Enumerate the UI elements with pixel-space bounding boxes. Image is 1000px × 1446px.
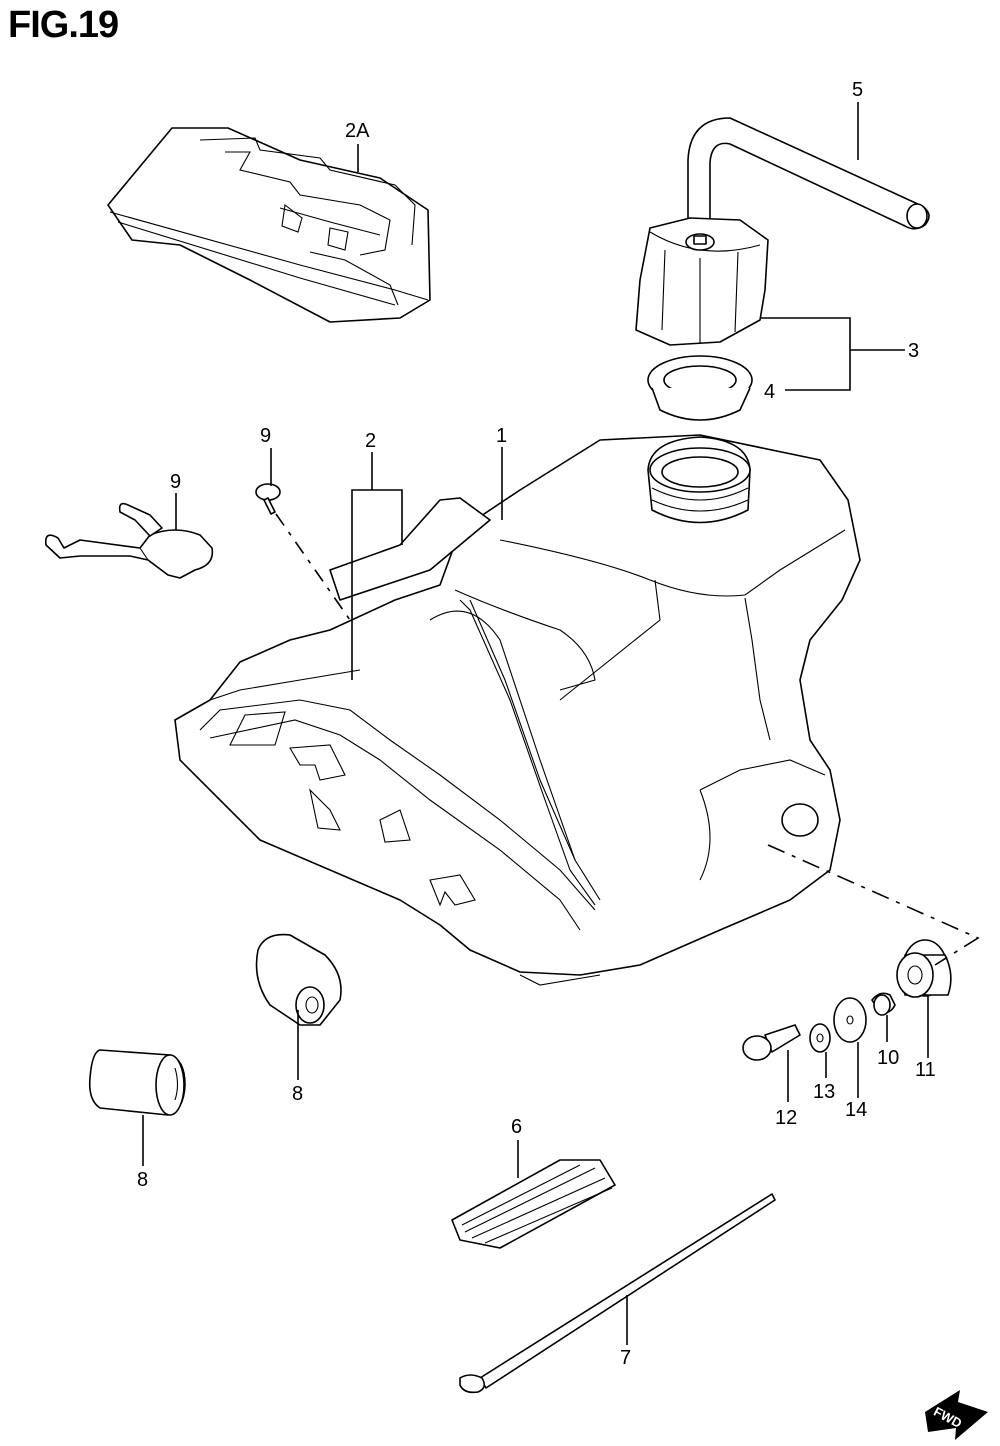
cable-tie-7[interactable] (459, 1193, 776, 1394)
callout-1: 1 (496, 425, 507, 447)
shroud-2a[interactable] (107, 127, 431, 323)
callout-2: 2 (365, 430, 376, 452)
tank-decal-2[interactable] (329, 497, 491, 601)
washer-14[interactable] (809, 1023, 831, 1053)
callout-9-text: 9 (170, 471, 181, 493)
callout-2a: 2A (345, 120, 370, 142)
fuel-cap-3[interactable] (635, 217, 769, 346)
callout-3: 3 (908, 340, 919, 362)
callout-11: 10 (877, 1047, 899, 1069)
cushion-8-lower[interactable] (88, 1049, 186, 1116)
leader-lines (142, 102, 980, 1345)
screw-10[interactable] (255, 483, 281, 515)
callout-10: 9 (260, 425, 271, 447)
cap-gasket-4[interactable] (647, 355, 753, 421)
callout-6: 6 (511, 1116, 522, 1138)
fwd-arrow-badge: FWD (925, 1390, 988, 1440)
callout-14: 13 (813, 1081, 835, 1103)
callout-8-lower: 8 (137, 1169, 148, 1191)
callout-4: 4 (764, 381, 775, 403)
pad-6[interactable] (451, 1159, 616, 1249)
fuel-tank-1[interactable] (174, 434, 861, 986)
breather-hose-5[interactable] (687, 117, 930, 233)
cushion-8-upper[interactable] (255, 933, 342, 1026)
callout-15: 14 (845, 1099, 867, 1121)
clip-9[interactable] (44, 502, 214, 579)
callout-12: 11 (915, 1059, 936, 1081)
washer-15[interactable] (833, 997, 867, 1043)
callout-labels: 2A 5 3 4 9 2 1 9 10 9 8 8 6 7 10 11 12 1… (137, 79, 936, 1369)
callout-8-upper: 8 (292, 1083, 303, 1105)
callout-13: 12 (775, 1107, 797, 1129)
callout-5: 5 (852, 79, 863, 101)
collar-11[interactable] (871, 992, 896, 1016)
bolt-13[interactable] (742, 1024, 801, 1061)
figure-title: FIG.19 (8, 4, 119, 46)
cushion-12[interactable] (896, 939, 952, 998)
callout-7: 7 (620, 1347, 631, 1369)
